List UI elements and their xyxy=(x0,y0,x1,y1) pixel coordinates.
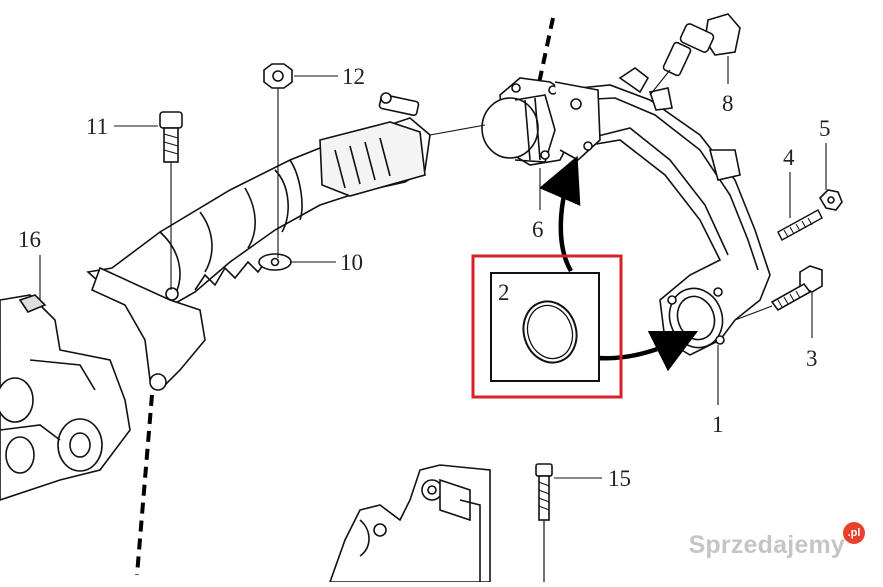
gasket-inset xyxy=(490,272,600,382)
flange-6 xyxy=(429,77,576,166)
highlight-frame xyxy=(471,254,623,399)
bolt-11 xyxy=(159,111,183,290)
callout-2: 2 xyxy=(498,280,510,305)
callout-4: 4 xyxy=(783,145,795,170)
gasket-highlight xyxy=(471,254,623,399)
gasket-ring xyxy=(522,300,578,364)
lower-bracket xyxy=(328,464,491,583)
stud-4 xyxy=(777,172,823,241)
intake-pipe xyxy=(86,92,431,391)
nut-5 xyxy=(818,143,843,211)
gasket-arrows xyxy=(539,155,699,372)
watermark-badge: .pl xyxy=(843,522,865,544)
sensor-8 xyxy=(649,13,741,96)
nut-12 xyxy=(263,63,293,258)
callout-8: 8 xyxy=(722,91,734,116)
callout-6: 6 xyxy=(532,217,544,242)
bolt-15 xyxy=(535,463,553,582)
callout-leaders xyxy=(39,75,602,479)
callout-5: 5 xyxy=(819,116,831,141)
callout-15: 15 xyxy=(608,466,631,491)
manifold-pipe xyxy=(554,67,771,405)
callout-numbers: 1 2 3 4 5 6 8 10 11 12 15 16 xyxy=(18,64,831,491)
callout-3: 3 xyxy=(806,346,818,371)
callout-10: 10 xyxy=(340,250,363,275)
watermark-text: Sprzedajemy xyxy=(688,531,845,559)
callout-16: 16 xyxy=(18,227,41,252)
throttle-body xyxy=(0,294,131,501)
dashed-reference-lines xyxy=(135,17,555,576)
callout-1: 1 xyxy=(712,412,724,437)
callout-11: 11 xyxy=(86,114,108,139)
bolt-3 xyxy=(734,265,823,338)
callout-12: 12 xyxy=(342,64,365,89)
